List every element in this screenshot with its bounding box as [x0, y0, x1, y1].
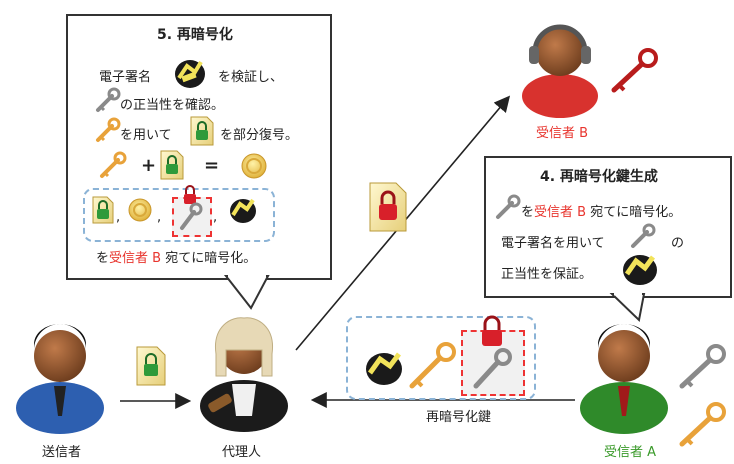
- step4-line2-a: 電子署名を用いて: [501, 236, 605, 251]
- encrypted-document-red-icon: [369, 182, 407, 232]
- step5-line3-a: を用いて: [120, 128, 172, 143]
- step4-title: 4. 再暗号化鍵生成: [540, 169, 658, 185]
- receiver-a-label: 受信者 A: [604, 445, 657, 460]
- step5-line1-b: を検証し、: [218, 70, 284, 85]
- signature-icon: [366, 352, 402, 385]
- silver-key-icon: [679, 344, 726, 389]
- step5-line5-a: を: [96, 251, 110, 266]
- proxy-figure: [200, 317, 288, 432]
- silver-key-icon: [96, 87, 121, 112]
- step4-line1: を受信者 B 宛てに暗号化。: [521, 201, 681, 220]
- gold-key-icon: [100, 151, 127, 178]
- reencryption-key-box: [346, 316, 536, 400]
- comma-separator: ,: [157, 210, 162, 225]
- sender-figure: [16, 324, 104, 434]
- receiver-b-label: 受信者 B: [536, 126, 589, 141]
- step5-line2: の正当性を確認。: [120, 98, 225, 113]
- reencryption-key-label: 再暗号化鍵: [426, 410, 492, 425]
- encrypted-document-green-icon: [92, 196, 114, 224]
- step4-line1-b: 宛てに暗号化。: [590, 205, 682, 220]
- step4-line1-a: を: [521, 205, 535, 220]
- coin-icon: [241, 153, 267, 179]
- plus-sign: +: [141, 155, 157, 176]
- comma-separator: ,: [213, 210, 218, 225]
- encrypted-document-green-icon: [160, 150, 184, 180]
- red-key-icon: [611, 48, 658, 93]
- comma-separator: ,: [116, 210, 121, 225]
- sender-label: 送信者: [42, 445, 82, 460]
- receiver-a-figure: [580, 324, 668, 434]
- receiver-b-highlight: 受信者 B: [109, 251, 162, 266]
- encrypted-document-green-icon: [136, 346, 166, 386]
- gold-key-icon: [409, 342, 456, 389]
- signature-icon: [175, 60, 205, 88]
- step4-line3: 正当性を保証。: [501, 267, 593, 282]
- silver-key-icon: [631, 223, 656, 248]
- locked-silver-key-icon: [180, 185, 203, 230]
- silver-key-icon: [496, 194, 521, 219]
- step5-line5-b: 宛てに暗号化。: [165, 251, 257, 266]
- locked-silver-key-icon: [473, 315, 512, 389]
- signature-icon: [230, 198, 256, 223]
- encrypted-document-green-icon: [190, 116, 214, 146]
- receiver-b-highlight: 受信者 B: [534, 205, 587, 220]
- proxy-label: 代理人: [222, 445, 262, 460]
- gold-key-icon: [96, 117, 121, 142]
- step5-title: 5. 再暗号化: [157, 27, 233, 43]
- step5-line1-a: 電子署名: [99, 70, 152, 85]
- equals-sign: =: [204, 155, 220, 176]
- step5-line3-b: を部分復号。: [220, 128, 299, 143]
- receiver-b-figure: [522, 24, 598, 118]
- signature-icon: [623, 255, 657, 285]
- reencrypted-bundle-box: [83, 188, 275, 242]
- coin-icon: [128, 198, 152, 222]
- gold-key-icon: [679, 402, 726, 447]
- step4-line2-b: の: [671, 236, 685, 251]
- locked-silver-key-box: [461, 330, 525, 396]
- step5-line5: を受信者 B 宛てに暗号化。: [96, 247, 256, 266]
- step4-bubble: [484, 156, 732, 298]
